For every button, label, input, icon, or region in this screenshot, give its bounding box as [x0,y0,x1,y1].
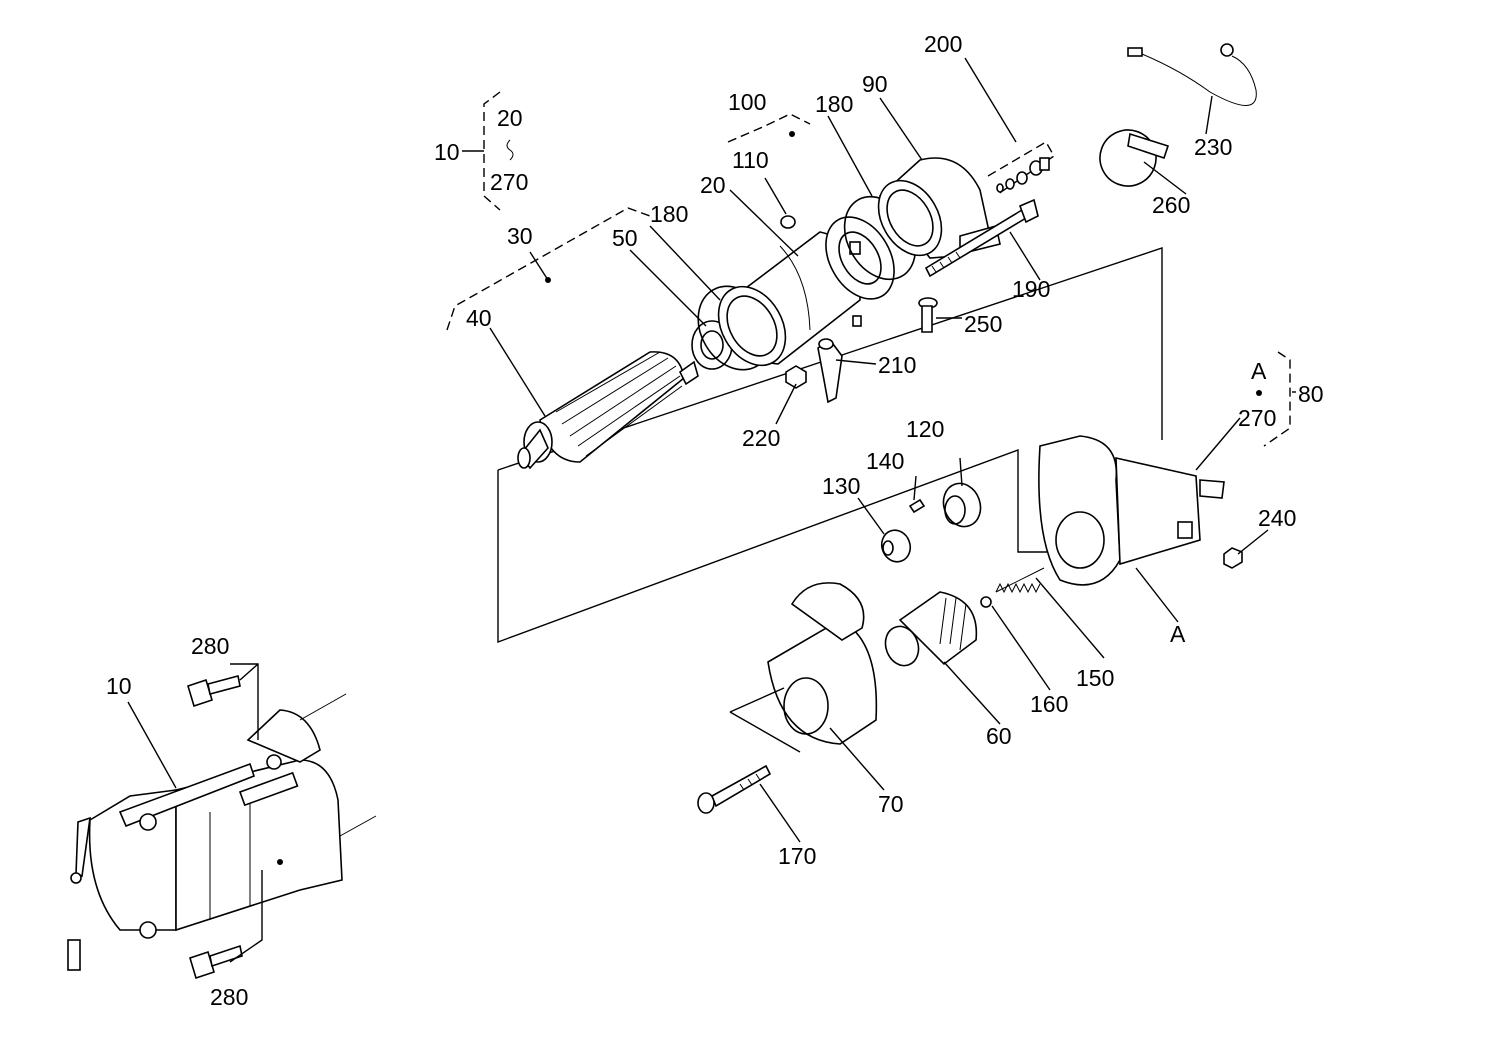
label-a-top: A [1251,358,1267,384]
bolt-170 [697,764,772,814]
label-50: 50 [612,225,638,251]
leader-lines [127,57,1296,963]
label-10-group: 10 [434,139,460,165]
label-160: 160 [1030,691,1068,717]
label-140: 140 [866,448,904,474]
dot-100 [789,131,795,137]
label-70: 70 [878,791,904,817]
group-bracket-10 [462,91,514,211]
label-230: 230 [1194,134,1232,160]
label-180-left: 180 [650,201,688,227]
label-240: 240 [1258,505,1296,531]
gear-120 [942,482,982,528]
label-30: 30 [507,223,533,249]
armature-part [517,351,699,470]
label-60: 60 [986,723,1012,749]
lever-210 [817,338,843,404]
group-bracket-80 [1263,351,1291,447]
through-bolt-190 [924,198,1039,278]
label-270-group: 270 [490,169,528,195]
label-110: 110 [732,147,769,173]
label-170: 170 [778,843,816,869]
label-40: 40 [466,305,492,331]
pin-140 [908,498,926,514]
front-housing-70 [767,582,878,745]
label-120: 120 [906,416,944,442]
label-10: 10 [106,673,132,699]
assembly-line-upper [497,247,1163,471]
label-260: 260 [1152,192,1190,218]
leader-30 [529,251,549,281]
label-20-group: 20 [497,105,523,131]
assembled-starter-10 [67,693,377,971]
group-bracket-100 [727,113,811,143]
label-90: 90 [862,71,888,97]
dot-30 [545,277,551,283]
label-250: 250 [964,311,1002,337]
wire-230 [1127,43,1257,106]
magnetic-switch-housing [1038,435,1225,586]
bolt-280-bottom [189,944,243,980]
retainer-130 [880,529,912,563]
label-270: 270 [1238,405,1276,431]
label-100: 100 [728,89,766,115]
screw-250 [918,297,938,333]
band-260 [1099,129,1170,187]
pinion-60 [884,591,978,667]
label-130: 130 [822,473,860,499]
label-220: 220 [742,425,780,451]
label-80: 80 [1298,381,1324,407]
bolt-280-top [187,675,241,708]
nut-220 [785,365,807,389]
ball-160 [980,596,992,608]
part-110 [780,215,796,229]
brush-holder [825,216,895,300]
label-190: 190 [1012,276,1050,302]
assembly-line-lower [497,448,1050,644]
label-280-top: 280 [191,633,229,659]
nut-240 [1223,547,1243,569]
label-180-right: 180 [815,91,853,117]
label-210: 210 [878,352,916,378]
label-280-bottom: 280 [210,984,248,1010]
label-20: 20 [700,172,726,198]
dot-80 [1256,390,1262,396]
spring-150 [995,567,1045,594]
label-a: A [1170,621,1186,647]
part-200 [987,141,1055,195]
label-150: 150 [1076,665,1114,691]
yoke-20 [717,231,862,367]
label-200: 200 [924,31,962,57]
